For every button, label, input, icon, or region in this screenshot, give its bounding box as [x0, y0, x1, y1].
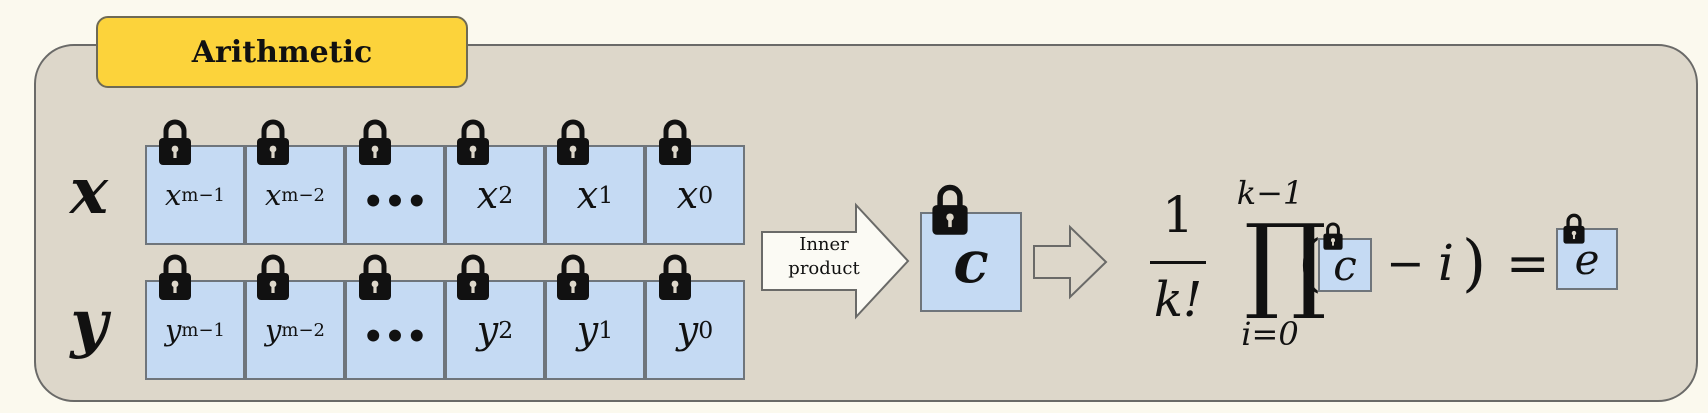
lock-icon [359, 119, 391, 165]
cell-subscript: m−1 [181, 184, 225, 206]
cell-base: y [476, 308, 499, 352]
cell-subscript: 2 [498, 316, 514, 344]
lock-icon [557, 254, 589, 300]
lock-icon [457, 119, 489, 165]
lock-icon [659, 119, 691, 165]
lock-icon [659, 254, 691, 300]
fraction-line [1150, 261, 1206, 264]
cell-base: y [165, 313, 182, 347]
cell-base: y [676, 308, 699, 352]
cell-base: x [476, 173, 499, 217]
hollow-arrow-icon [1033, 224, 1108, 300]
cell-subscript: m−1 [181, 319, 225, 341]
title-badge: Arithmetic [96, 16, 468, 88]
lock-icon [1323, 222, 1343, 250]
cell-subscript: m−2 [281, 184, 325, 206]
formula-denominator: k! [1153, 272, 1203, 328]
block-arrow-icon [761, 202, 910, 320]
inner-product-label-line1: Inner [799, 234, 849, 255]
cell-subscript: 0 [698, 181, 714, 209]
cell-subscript: 1 [598, 181, 614, 209]
x-cell-ellipsis: ••• [345, 145, 445, 245]
product-upper-limit: k−1 [1236, 174, 1304, 212]
cell-ellipsis: ••• [362, 317, 428, 357]
lock-icon [557, 119, 589, 165]
product-symbol: ∏ [1244, 201, 1327, 323]
cell-subscript: 2 [498, 181, 514, 209]
close-paren: ) [1462, 226, 1487, 299]
lock-icon [932, 184, 968, 235]
index-var: i [1438, 234, 1454, 292]
equals-sign: = [1506, 234, 1550, 294]
cell-base: y [265, 313, 282, 347]
cell-base: y [576, 308, 599, 352]
lock-icon [457, 254, 489, 300]
lock-icon [159, 119, 191, 165]
cell-base: x [576, 173, 599, 217]
minus-sign: − [1386, 236, 1425, 290]
cell-base: x [265, 178, 282, 212]
cell-subscript: m−2 [281, 319, 325, 341]
lock-icon [257, 119, 289, 165]
cell-subscript: 0 [698, 316, 714, 344]
lock-icon [257, 254, 289, 300]
cell-subscript: 1 [598, 316, 614, 344]
cell-base: x [676, 173, 699, 217]
lock-icon [159, 254, 191, 300]
cell-base: x [165, 178, 182, 212]
lock-icon [359, 254, 391, 300]
lock-icon [1563, 213, 1585, 244]
y-row-label: y [70, 286, 108, 361]
cell-ellipsis: ••• [362, 182, 428, 222]
formula-numerator: 1 [1162, 186, 1194, 244]
inner-product-label: Inner product [762, 233, 886, 281]
output-e-box: e [1556, 228, 1618, 290]
product-lower-limit: i=0 [1241, 315, 1299, 353]
x-row-label: x [69, 154, 109, 229]
inner-product-label-line2: product [788, 258, 860, 279]
